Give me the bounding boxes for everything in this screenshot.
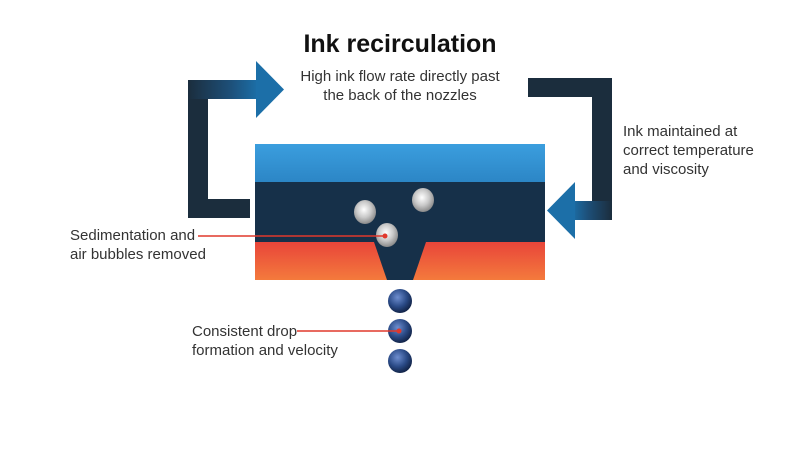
air-bubble	[412, 188, 434, 212]
air-bubble	[354, 200, 376, 224]
left-return-arrow	[188, 61, 284, 218]
sedimentation-callout	[198, 233, 388, 239]
drop-label-line: Consistent drop	[192, 323, 298, 340]
callout-dot	[382, 233, 388, 239]
left-arrow-bottom-bar	[188, 199, 250, 218]
left-arrow-vertical-bar	[188, 80, 208, 218]
left-pointing-arrowhead-icon	[547, 182, 575, 239]
drop-callout	[297, 328, 402, 334]
diagram-title: Ink recirculation	[303, 30, 497, 58]
ink-channel-layer	[255, 182, 545, 242]
flow-rate-label: High ink flow rate directly past the bac…	[250, 67, 550, 105]
ink-drop	[388, 349, 412, 373]
right-pointing-arrowhead-icon	[256, 61, 284, 118]
air-bubbles	[354, 188, 434, 247]
callout-dot	[396, 328, 402, 334]
ink-supply-layer	[255, 144, 545, 182]
sedimentation-label-line: air bubbles removed	[70, 246, 206, 263]
temperature-label-line: and viscosity	[623, 161, 709, 178]
sedimentation-label-line: Sedimentation and	[70, 227, 196, 244]
right-arrow-vertical-bar	[592, 78, 612, 220]
nozzle-channel	[374, 242, 426, 280]
ink-drops	[388, 289, 412, 373]
drop-label-line: formation and velocity	[192, 342, 338, 359]
drop-formation-label: Consistent drop formation and velocity	[192, 322, 338, 360]
right-arrow-bottom-bar	[572, 201, 612, 220]
printhead-cross-section	[255, 144, 545, 280]
temperature-label-line: Ink maintained at	[623, 123, 738, 140]
flow-rate-label-line: High ink flow rate directly past	[300, 68, 500, 85]
right-arrow-top-bar	[528, 78, 612, 97]
left-arrow-top-bar	[188, 80, 258, 99]
temperature-viscosity-label: Ink maintained at correct temperature an…	[623, 122, 754, 179]
ink-drop	[388, 289, 412, 313]
flow-rate-label-line: the back of the nozzles	[323, 87, 477, 104]
right-return-arrow	[528, 78, 612, 239]
temperature-label-line: correct temperature	[623, 142, 754, 159]
sedimentation-label: Sedimentation and air bubbles removed	[70, 226, 206, 264]
